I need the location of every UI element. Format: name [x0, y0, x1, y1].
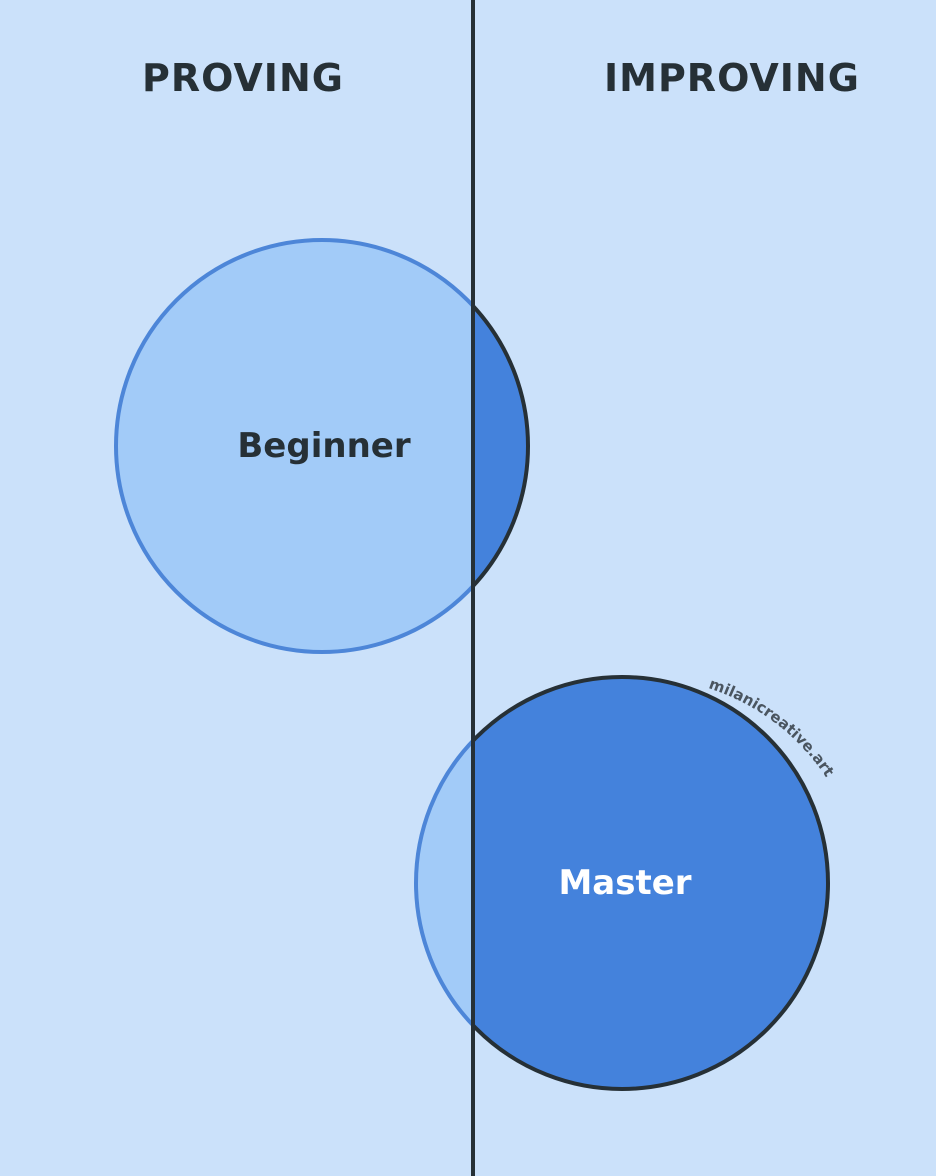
master-label: Master	[558, 863, 691, 903]
heading-proving: PROVING	[142, 56, 344, 100]
beginner-circle	[114, 238, 530, 654]
heading-improving: IMPROVING	[604, 56, 860, 100]
beginner-label: Beginner	[237, 426, 410, 466]
master-circle	[414, 675, 830, 1091]
